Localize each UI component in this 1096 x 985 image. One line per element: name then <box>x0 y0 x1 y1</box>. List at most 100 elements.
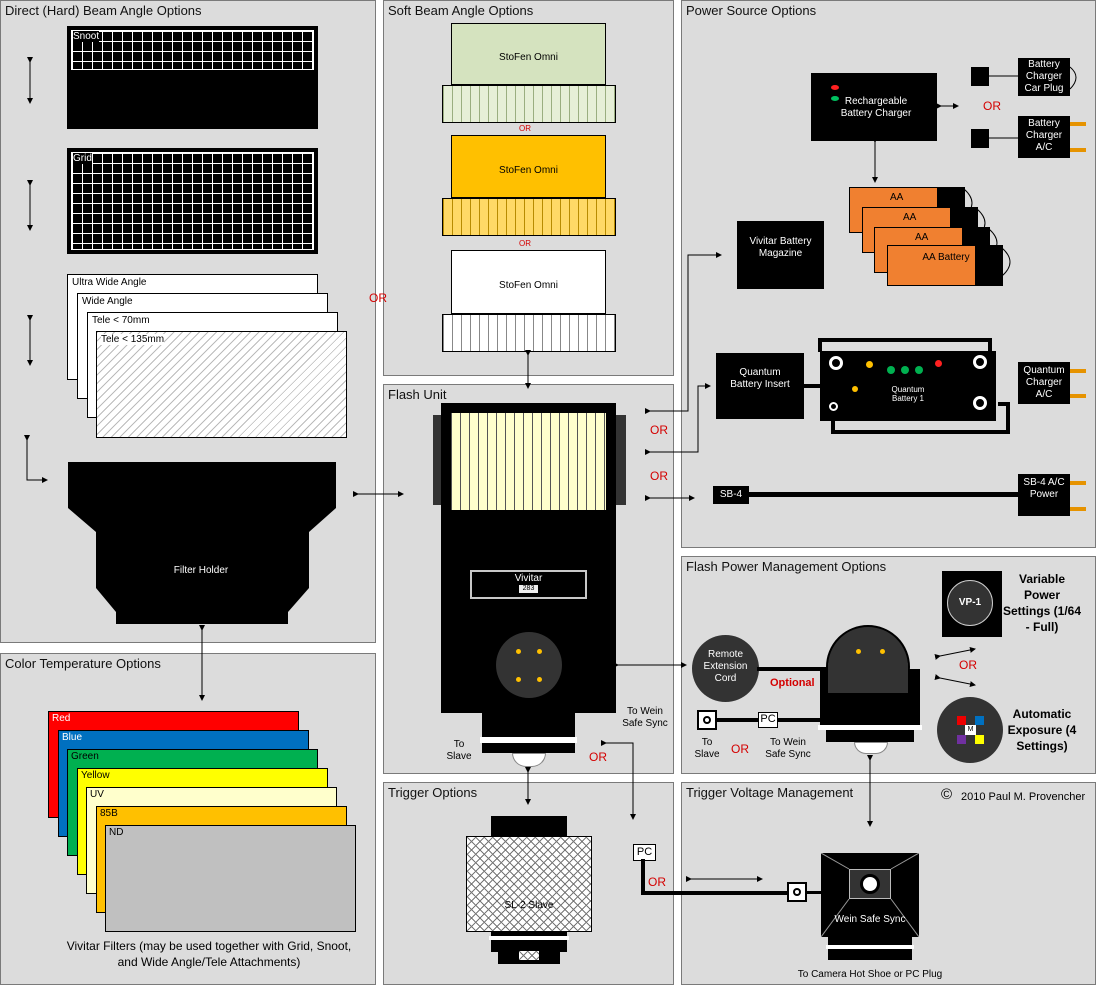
flash-shoe <box>482 713 575 753</box>
panel-title: Direct (Hard) Beam Angle Options <box>5 3 202 18</box>
pc-plug-flash: PC <box>633 844 656 861</box>
aa-battery-label: AA <box>903 212 917 223</box>
or-fpm-slave: OR <box>731 742 749 756</box>
arrow-magazine <box>645 252 722 414</box>
panel-title: Color Temperature Options <box>5 656 161 671</box>
quantum-port-3 <box>829 356 843 370</box>
fpm-slave-jack-hole <box>703 716 711 724</box>
ac-prong-1 <box>1070 122 1086 126</box>
fpm-pin-1 <box>856 649 861 654</box>
stofen-green-base <box>442 85 616 123</box>
soft-or-2: OR <box>519 239 531 248</box>
quantum-battery-insert <box>716 353 804 419</box>
wide-card-tele-135: Tele < 135mm <box>96 331 347 438</box>
vivitar-battery-magazine <box>737 221 824 289</box>
slave-foot-pad <box>519 951 539 960</box>
or-power-2: OR <box>650 469 668 483</box>
sb4-prong-1 <box>1070 481 1086 485</box>
panel-title: Trigger Voltage Management <box>686 785 854 800</box>
sb4-power <box>1018 474 1070 516</box>
cord-battery-curve-3 <box>988 228 998 258</box>
sb4-prong-2 <box>1070 507 1086 511</box>
remote-cord-line <box>757 667 827 671</box>
stofen-white-label: StoFen Omni <box>499 280 558 291</box>
quantum-led-4 <box>915 366 923 374</box>
cord-quantum-top <box>818 338 992 352</box>
cord-quantum-loop <box>831 402 1010 434</box>
fpm-shoe-base <box>826 730 914 742</box>
or-direct-soft: OR <box>369 291 387 305</box>
snoot: Snoot <box>67 26 318 129</box>
quantum-charger-label: Quantum Charger A/C <box>1023 365 1065 400</box>
auto-sq-blue <box>975 716 984 725</box>
aa-battery-cap <box>975 246 1002 285</box>
grid: Grid <box>67 148 318 254</box>
or-vp1-auto: OR <box>959 658 977 672</box>
fpm-shoe-slot <box>818 725 922 730</box>
flash-pin-4 <box>537 677 542 682</box>
car-plug-label: Battery Charger Car Plug <box>1024 59 1064 94</box>
arrow-filter-holder <box>24 435 48 483</box>
quantum-led-5 <box>852 386 858 392</box>
stofen-green-top <box>451 23 606 85</box>
flash-pin-2 <box>537 649 542 654</box>
stofen-gold-base <box>442 198 616 236</box>
cord-battery-curve-2 <box>976 208 986 238</box>
hotshoe-label: To Camera Hot Shoe or PC Plug <box>797 969 943 980</box>
wide-card-label: Tele < 135mm <box>101 334 165 345</box>
cord-battery-curve-1 <box>963 188 973 218</box>
car-plug-box <box>971 67 989 86</box>
aa-battery-label: AA Battery <box>922 252 970 263</box>
battery-charger <box>811 73 937 141</box>
wein-center-jack <box>860 874 880 894</box>
quantum-port-4 <box>829 402 838 411</box>
sl2-slave <box>466 836 592 932</box>
auto-sq-red <box>957 716 966 725</box>
panel-title: Flash Power Management Options <box>686 559 887 574</box>
panel-title: Soft Beam Angle Options <box>388 3 534 18</box>
ac-prong-2 <box>1070 148 1086 152</box>
magazine-label: Vivitar Battery Magazine <box>749 236 812 259</box>
snoot-grid <box>71 30 314 70</box>
flash-pin-3 <box>516 677 521 682</box>
fpm-pc-plug: PC <box>758 712 778 728</box>
wein-jack-stub <box>807 891 821 894</box>
cord-car-plug <box>1069 66 1077 90</box>
vivitar-badge-model: 283 <box>519 585 538 593</box>
quantum-insert-label: Quantum Battery Insert <box>730 367 790 390</box>
stofen-gold-top <box>451 135 606 198</box>
vivitar-badge-brand: Vivitar <box>514 573 543 584</box>
vivitar-badge: Vivitar 283 <box>470 570 587 599</box>
sb4-plug-label: SB-4 <box>719 489 743 500</box>
quantum-led-1 <box>866 361 873 368</box>
vp1-dial <box>947 580 993 626</box>
stofen-green-label: StoFen Omni <box>499 52 558 63</box>
aa-battery-label: AA <box>890 192 904 203</box>
stofen-white-base <box>442 314 616 352</box>
automatic-exposure-label: Automatic Exposure (4 Settings) <box>1007 707 1077 753</box>
panel-title: Power Source Options <box>686 3 817 18</box>
cord-battery-curve-4 <box>1001 247 1011 277</box>
wein-pc-jack-hole <box>793 888 801 896</box>
stofen-white-top <box>451 250 606 314</box>
sb4-cord <box>749 492 1019 497</box>
wein-bevel-lines <box>821 853 919 937</box>
optional-label: Optional <box>770 677 815 689</box>
flash-head-lens <box>451 413 606 510</box>
auto-m-mark: M <box>965 725 976 735</box>
fpm-disc-front <box>828 663 908 693</box>
or-charger-plug: OR <box>983 99 1001 113</box>
arrow-fpm-auto <box>934 674 976 687</box>
slave-slot <box>489 936 569 940</box>
aa-battery-label: AA <box>915 232 929 243</box>
variable-power-label: Variable Power Settings (1/64 - Full) <box>1002 572 1082 634</box>
flash-shoe-slot <box>480 737 577 743</box>
snoot-label: Snoot <box>73 31 100 42</box>
filter-nd: ND <box>105 825 356 932</box>
filters-caption: Vivitar Filters (may be used together wi… <box>66 939 352 969</box>
quantum-battery-label: Quantum Battery 1 <box>891 385 925 403</box>
charger-green-led <box>831 96 839 101</box>
ac-plug-box <box>971 129 989 148</box>
grid-mesh <box>71 152 314 250</box>
panel-title: Flash Unit <box>388 387 447 402</box>
